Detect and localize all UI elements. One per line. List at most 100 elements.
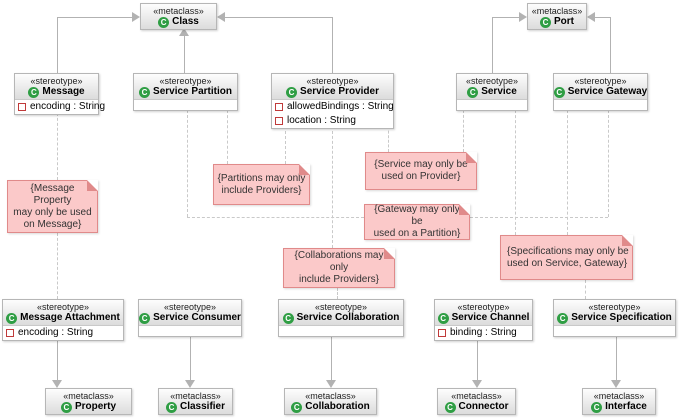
constraint-note-specifications[interactable]: {Specifications may only be used on Serv… (500, 235, 633, 280)
constraint-link (332, 126, 333, 248)
extension-line (57, 17, 58, 73)
box-name: Property (74, 401, 117, 412)
attribute-icon (275, 103, 283, 111)
constraint-link (463, 110, 464, 152)
attributes-compartment: binding : String (435, 326, 532, 340)
constraint-link (585, 280, 586, 299)
class-icon: C (282, 312, 294, 324)
class-icon: C (60, 401, 72, 413)
constraint-note-gateway-use[interactable]: {Gateway may only be used on a Partition… (364, 204, 470, 240)
class-icon: C (591, 401, 603, 413)
attributes-compartment (457, 100, 527, 110)
constraint-link (285, 126, 286, 164)
class-icon: C (557, 312, 569, 324)
extension-line (332, 17, 333, 73)
kind-label: «metaclass» (153, 6, 204, 16)
extension-line (331, 334, 332, 380)
box-name: Service Consumer (153, 312, 241, 323)
box-name: Collaboration (305, 401, 370, 412)
kind-label: «stereotype» (36, 302, 90, 312)
extension-line (57, 17, 132, 18)
extension-arrow-icon (587, 12, 595, 22)
class-icon: C (467, 86, 479, 98)
constraint-link (388, 126, 389, 152)
extension-line (477, 338, 478, 380)
class-icon: C (286, 86, 298, 98)
attribute-label: allowedBindings : String (287, 101, 394, 112)
class-icon: C (444, 401, 456, 413)
constraint-link (187, 217, 364, 218)
box-name: Port (554, 16, 574, 27)
kind-label: «stereotype» (457, 302, 510, 312)
extension-arrow-icon (217, 12, 225, 22)
extension-line (184, 36, 185, 73)
kind-label: «stereotype» (159, 76, 212, 86)
attributes-compartment (134, 100, 237, 110)
attribute-label: binding : String (450, 327, 517, 338)
attribute-row: binding : String (435, 326, 532, 340)
extension-line (492, 17, 493, 73)
extension-line (492, 17, 519, 18)
kind-label: «stereotype» (574, 76, 627, 86)
attributes-compartment: encoding : String (3, 326, 123, 340)
box-name: Service Gateway (567, 86, 648, 97)
constraint-note-collaborations[interactable]: {Collaborations may only include Provide… (283, 248, 395, 288)
constraint-link (567, 110, 568, 235)
constraint-note-service-use[interactable]: {Service may only be used on Provider} (365, 152, 477, 190)
kind-label: «stereotype» (163, 302, 217, 312)
constraint-note-message-property[interactable]: {Message Property may only be used on Me… (7, 180, 98, 233)
attributes-compartment (139, 326, 241, 336)
extension-line (190, 334, 191, 380)
box-name: Connector (458, 401, 509, 412)
attributes-compartment (279, 326, 403, 336)
attributes-compartment (554, 100, 647, 110)
constraint-link (608, 110, 609, 217)
kind-label: «metaclass» (451, 391, 502, 401)
constraint-note-partitions[interactable]: {Partitions may only include Providers} (213, 164, 310, 205)
extension-arrow-icon (52, 380, 62, 388)
attribute-icon (6, 329, 14, 337)
kind-label: «metaclass» (305, 391, 356, 401)
constraint-link (470, 217, 608, 218)
attribute-label: encoding : String (18, 327, 94, 338)
class-icon: C (139, 86, 151, 98)
attributes-compartment: encoding : String (15, 100, 105, 114)
extension-line (225, 17, 332, 18)
box-name: Service Channel (451, 312, 530, 323)
attribute-icon (438, 329, 446, 337)
kind-label: «stereotype» (465, 76, 519, 86)
class-icon: C (553, 86, 565, 98)
constraint-link (187, 110, 188, 217)
kind-label: «metaclass» (531, 6, 583, 16)
class-icon: C (291, 401, 303, 413)
box-name: Service Partition (153, 86, 232, 97)
